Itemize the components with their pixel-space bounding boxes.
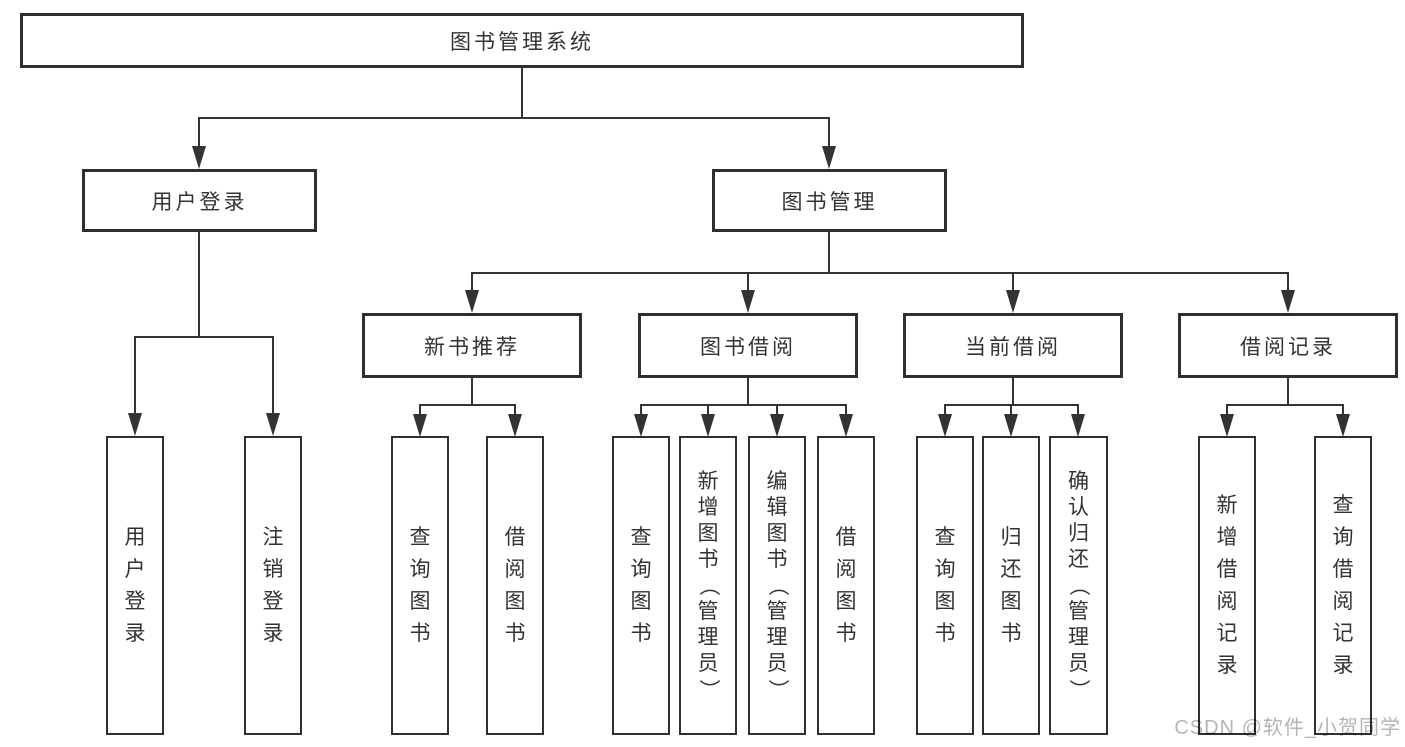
node-logout: 注销登录 xyxy=(244,436,302,735)
node-borrow-records: 借阅记录 xyxy=(1178,313,1398,378)
node-bb-edit-books: 编辑图书（管理员） xyxy=(748,436,806,735)
node-current-borrow: 当前借阅 xyxy=(903,313,1123,378)
node-new-book-recommend: 新书推荐 xyxy=(362,313,582,378)
node-br-query-record: 查询借阅记录 xyxy=(1314,436,1372,735)
node-book-borrow: 图书借阅 xyxy=(638,313,858,378)
node-user-login-leaf: 用户登录 xyxy=(106,436,164,735)
node-br-query-record-label: 查询借阅记录 xyxy=(1332,494,1354,677)
node-user-login: 用户登录 xyxy=(82,169,317,232)
node-library-system-label: 图书管理系统 xyxy=(450,30,594,54)
node-bb-query-books: 查询图书 xyxy=(612,436,670,735)
node-br-add-record: 新增借阅记录 xyxy=(1198,436,1256,735)
node-bb-edit-books-label: 编辑图书（管理员） xyxy=(765,470,789,700)
node-book-management-label: 图书管理 xyxy=(781,190,878,214)
node-cb-return-books-label: 归还图书 xyxy=(1000,526,1022,645)
node-new-book-recommend-label: 新书推荐 xyxy=(424,335,520,359)
node-book-borrow-label: 图书借阅 xyxy=(700,335,796,359)
node-logout-label: 注销登录 xyxy=(262,526,284,645)
node-bb-query-books-label: 查询图书 xyxy=(630,526,652,645)
node-book-management: 图书管理 xyxy=(712,169,947,232)
node-bb-borrow-books: 借阅图书 xyxy=(817,436,875,735)
node-cb-query-books: 查询图书 xyxy=(916,436,974,735)
node-bb-borrow-books-label: 借阅图书 xyxy=(835,526,857,645)
node-bb-add-books: 新增图书（管理员） xyxy=(679,436,737,735)
node-library-system: 图书管理系统 xyxy=(20,13,1024,68)
node-cb-return-books: 归还图书 xyxy=(982,436,1040,735)
node-user-login-leaf-label: 用户登录 xyxy=(124,526,146,645)
node-cb-confirm-return: 确认归还（管理员） xyxy=(1049,436,1108,735)
node-borrow-records-label: 借阅记录 xyxy=(1240,335,1336,359)
node-rec-query-books-label: 查询图书 xyxy=(409,526,431,645)
node-rec-borrow-books: 借阅图书 xyxy=(486,436,544,735)
node-rec-borrow-books-label: 借阅图书 xyxy=(504,526,526,645)
node-user-login-label: 用户登录 xyxy=(151,190,248,214)
node-cb-confirm-return-label: 确认归还（管理员） xyxy=(1067,470,1090,700)
node-br-add-record-label: 新增借阅记录 xyxy=(1216,494,1238,677)
node-cb-query-books-label: 查询图书 xyxy=(934,526,956,645)
node-bb-add-books-label: 新增图书（管理员） xyxy=(696,470,720,700)
node-rec-query-books: 查询图书 xyxy=(391,436,449,735)
watermark: CSDN @软件_小贺同学 xyxy=(1174,717,1401,739)
node-current-borrow-label: 当前借阅 xyxy=(965,335,1061,359)
